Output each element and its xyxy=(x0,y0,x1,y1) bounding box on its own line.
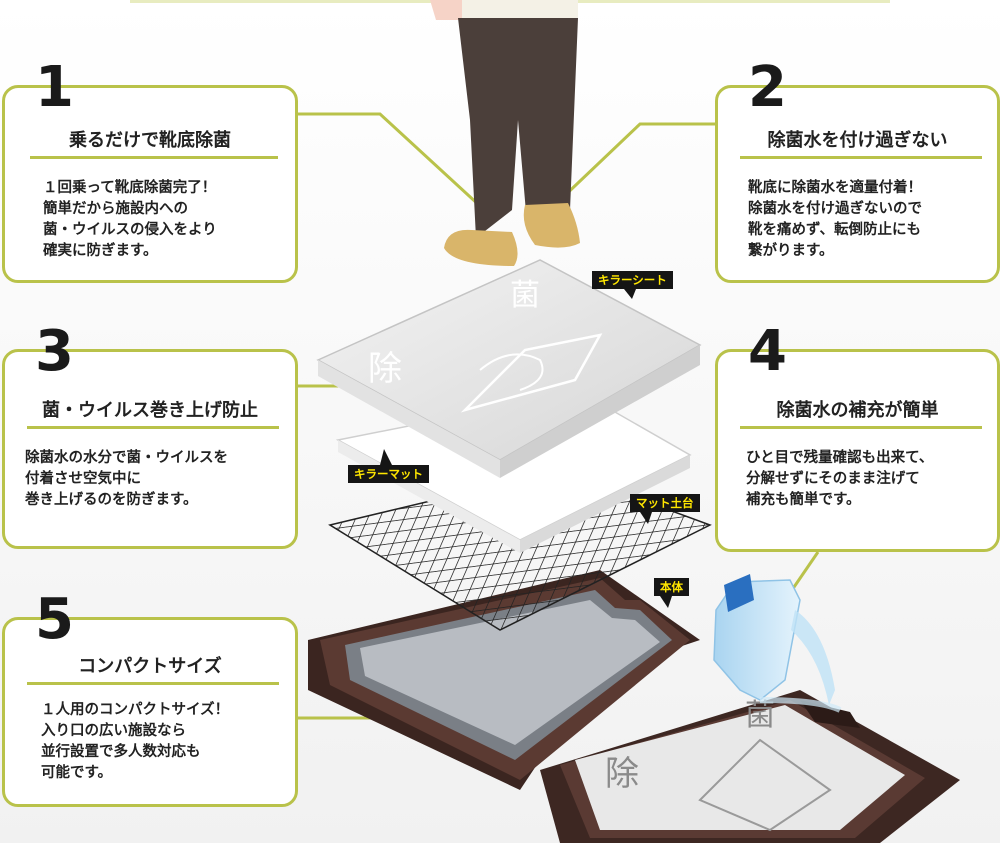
feature-title-2: 除菌水を付け過ぎない xyxy=(767,130,948,151)
feature-number-2: 2 xyxy=(748,55,787,120)
feature-number-5: 5 xyxy=(35,587,74,652)
tag-pointer xyxy=(624,289,636,299)
feature-title-3: 菌・ウイルス巻き上げ防止 xyxy=(42,400,258,421)
feature-line: 菌・ウイルスの侵入をより xyxy=(43,222,217,238)
feature-line: １回乗って靴底除菌完了！ xyxy=(43,180,217,196)
feature-card-5: 5 コンパクトサイズ １人用のコンパクトサイズ！ 入り口の広い施設なら 並行設置… xyxy=(2,592,298,807)
feature-line: 靴底に除菌水を適量付着！ xyxy=(748,180,922,196)
tag-body: 本体 xyxy=(654,578,689,596)
feature-line: 除菌水を付け過ぎないので xyxy=(748,201,922,217)
feature-body-1: １回乗って靴底除菌完了！ 簡単だから施設内への 菌・ウイルスの侵入をより 確実に… xyxy=(43,178,217,262)
feature-rule-4 xyxy=(740,426,982,429)
feature-rule-2 xyxy=(740,156,982,159)
feature-card-3: 3 菌・ウイルス巻き上げ防止 除菌水の水分で菌・ウイルスを 付着させ空気中に 巻… xyxy=(2,324,298,549)
feature-line: 繋がります。 xyxy=(748,243,834,259)
feature-rule-3 xyxy=(27,426,279,429)
feature-line: 可能です。 xyxy=(41,765,113,781)
feature-number-4: 4 xyxy=(748,319,787,384)
feature-line: 巻き上げるのを防ぎます。 xyxy=(25,492,198,508)
sheet-char-kin: 菌 xyxy=(510,278,540,313)
feature-line: 除菌水の水分で菌・ウイルスを xyxy=(25,450,228,466)
tag-killer-mat: キラーマット xyxy=(348,465,429,483)
feature-line: 靴を痛めず、転倒防止にも xyxy=(748,222,921,238)
feature-line: ひと目で残量確認も出来て、 xyxy=(746,450,934,466)
feature-card-4: 4 除菌水の補充が簡単 ひと目で残量確認も出来て、 分解せずにそのまま注げて 補… xyxy=(715,324,1000,552)
feature-body-3: 除菌水の水分で菌・ウイルスを 付着させ空気中に 巻き上げるのを防ぎます。 xyxy=(25,448,228,511)
sheet-char-kin-2: 菌 xyxy=(745,698,775,733)
feature-body-5: １人用のコンパクトサイズ！ 入り口の広い施設なら 並行設置で多人数対応も 可能で… xyxy=(41,700,229,784)
feature-rule-1 xyxy=(30,156,278,159)
killer-sheet: 除 菌 xyxy=(316,259,702,478)
feature-line: 補充も簡単です。 xyxy=(746,492,861,508)
feature-line: 入り口の広い施設なら xyxy=(41,723,186,739)
feature-number-3: 3 xyxy=(35,319,74,384)
person-standing-icon xyxy=(430,0,580,266)
feature-line: １人用のコンパクトサイズ！ xyxy=(41,702,230,718)
feature-rule-5 xyxy=(27,682,279,685)
feature-title-1: 乗るだけで靴底除菌 xyxy=(69,130,231,151)
feature-line: 簡単だから施設内への xyxy=(43,201,188,217)
water-jug-icon xyxy=(713,574,842,713)
feature-line: 並行設置で多人数対応も xyxy=(41,744,201,760)
feature-title-4: 除菌水の補充が簡単 xyxy=(776,400,939,421)
tag-pointer xyxy=(640,512,652,524)
tray-body xyxy=(308,570,860,790)
feature-card-2: 2 除菌水を付け過ぎない 靴底に除菌水を適量付着！ 除菌水を付け過ぎないので 靴… xyxy=(715,60,1000,283)
feature-title-5: コンパクトサイズ xyxy=(78,656,222,677)
feature-body-2: 靴底に除菌水を適量付着！ 除菌水を付け過ぎないので 靴を痛めず、転倒防止にも 繋… xyxy=(748,178,922,262)
feature-line: 確実に防ぎます。 xyxy=(43,243,158,259)
feature-line: 付着させ空気中に xyxy=(25,471,141,487)
tag-mat-base: マット土台 xyxy=(630,494,700,512)
feature-number-1: 1 xyxy=(35,55,74,120)
sheet-char-jo: 除 xyxy=(368,349,402,389)
tag-pointer xyxy=(380,449,392,465)
feature-card-1: 1 乗るだけで靴底除菌 １回乗って靴底除菌完了！ 簡単だから施設内への 菌・ウイ… xyxy=(2,60,298,283)
feature-body-4: ひと目で残量確認も出来て、 分解せずにそのまま注げて 補充も簡単です。 xyxy=(746,448,933,511)
feature-line: 分解せずにそのまま注げて xyxy=(746,471,920,487)
second-mat-unit: 除 菌 xyxy=(540,690,960,843)
tag-pointer xyxy=(660,596,672,608)
sheet-char-jo-2: 除 xyxy=(605,754,639,794)
tag-killer-sheet: キラーシート xyxy=(592,271,673,289)
